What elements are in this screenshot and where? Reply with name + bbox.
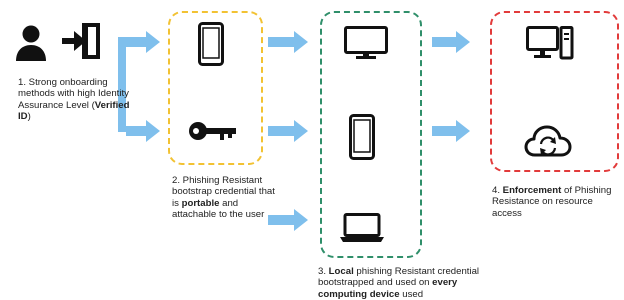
portable-credential-box [168, 11, 263, 165]
user-icon [14, 24, 48, 62]
laptop-icon [339, 213, 385, 243]
step3-text: 3. Local phishing Resistant credential b… [318, 266, 480, 300]
enforcement-box [490, 11, 619, 172]
bracket-vertical [118, 38, 126, 132]
sign-in-icon [60, 21, 102, 61]
arrow-to-laptop [268, 209, 308, 231]
arrow-to-cloud [432, 120, 470, 142]
arrow-to-key [126, 120, 160, 142]
arrow-to-desktop [432, 31, 470, 53]
key-icon [188, 120, 238, 142]
local-credential-box [320, 11, 422, 258]
monitor-icon [344, 26, 388, 60]
step4-text: 4. Enforcement of Phishing Resistance on… [492, 185, 612, 219]
step2-text: 2. Phishing Resistant bootstrap credenti… [172, 175, 275, 220]
arrow-to-local-phone [268, 120, 308, 142]
desktop-pc-icon [526, 26, 574, 60]
step1-text: 1. Strong onboarding methods with high I… [18, 77, 130, 122]
cloud-sync-icon [524, 124, 572, 158]
mobile-phone-icon [198, 22, 224, 66]
arrow-to-monitor [268, 31, 308, 53]
mobile-phone-icon [349, 114, 375, 160]
arrow-to-phone [118, 31, 160, 53]
